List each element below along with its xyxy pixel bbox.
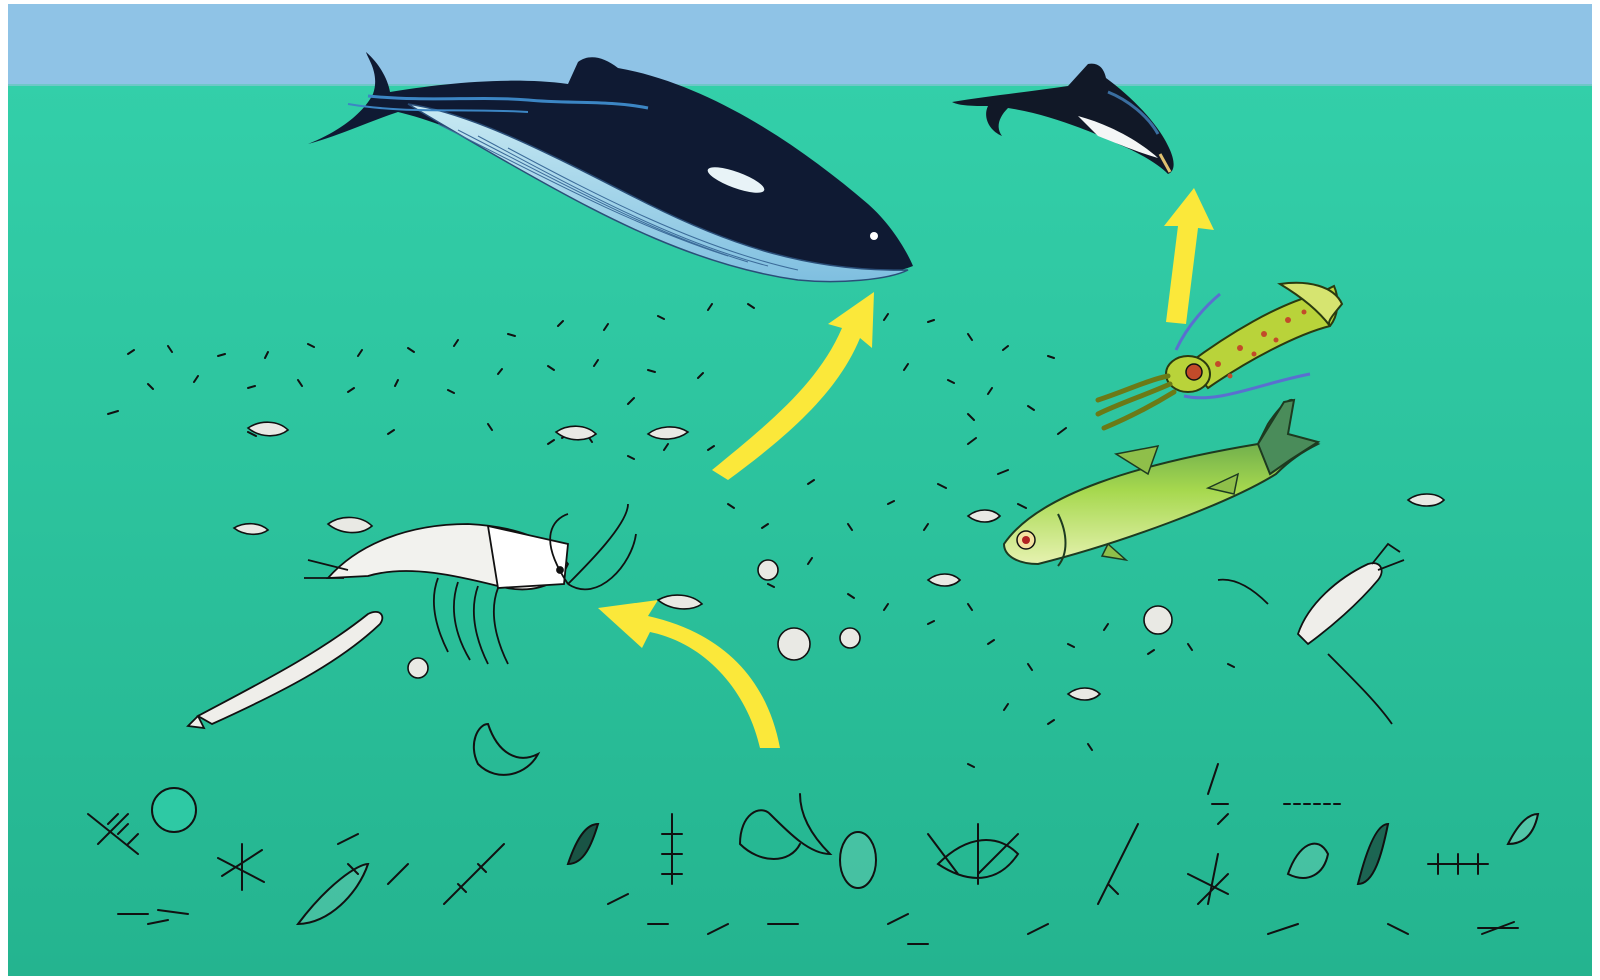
food-chain-scene bbox=[8, 4, 1592, 976]
sky bbox=[8, 4, 1592, 86]
food-chain-illustration bbox=[8, 4, 1592, 976]
